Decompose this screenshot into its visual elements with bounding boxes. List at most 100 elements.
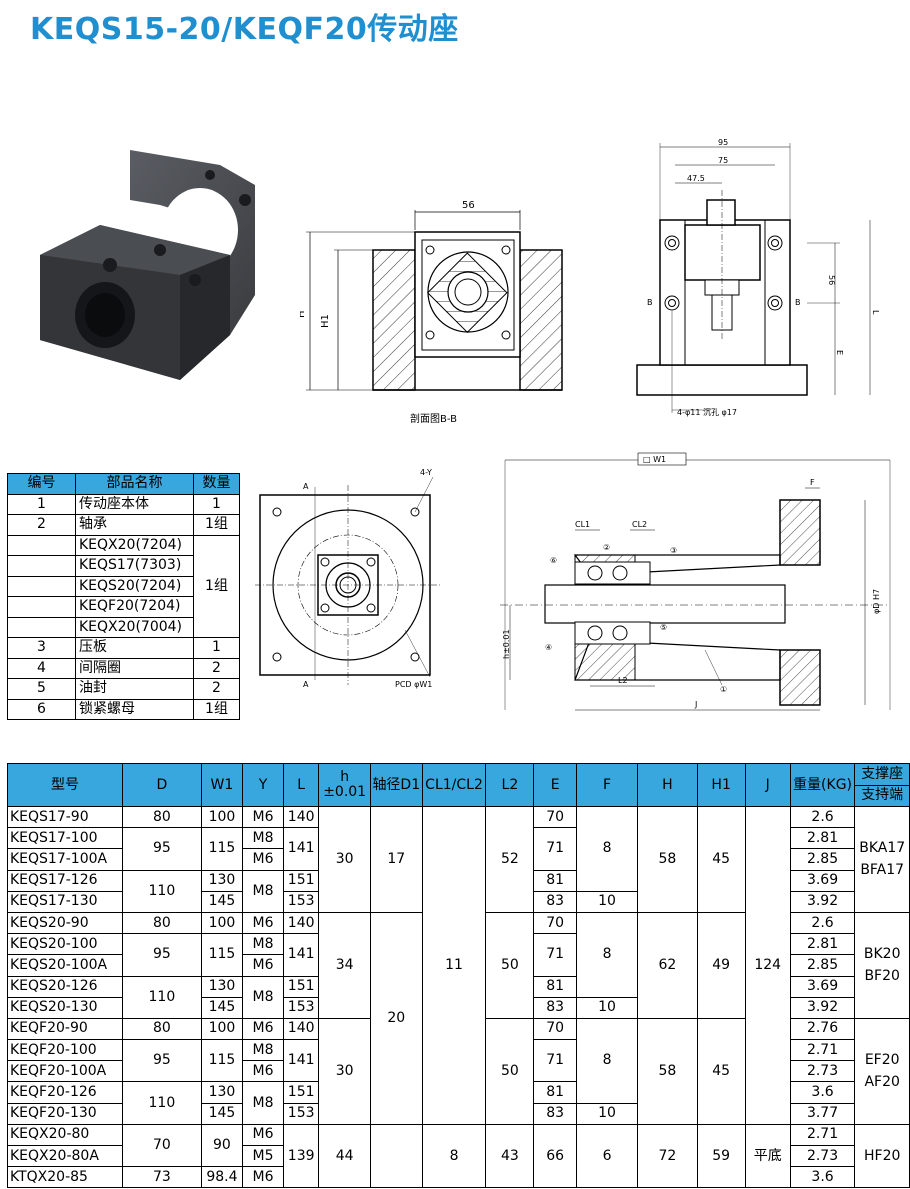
cell-F: 8 <box>575 911 639 998</box>
part-no: 2 <box>7 514 76 536</box>
table-row: KEQS17-100A M6 2.85 <box>6 848 910 871</box>
table-row: KEQF20-100 95 115 M8 141 71 2.71 <box>6 1039 910 1083</box>
cell-model: KEQS20-126 <box>6 975 124 998</box>
cell-E: 70 <box>533 805 577 829</box>
cell-weight: 3.92 <box>789 890 856 913</box>
cell-model: KEQS20-130 <box>6 996 124 1019</box>
header-model: 型号 <box>6 763 124 807</box>
cell-W1: 100 <box>200 805 244 829</box>
label-pcd: PCD φW1 <box>395 680 432 689</box>
dim-56: 56 <box>462 200 475 211</box>
cell-CL: 11 <box>421 806 487 1125</box>
dim-E: E <box>835 350 844 355</box>
cell-D: 80 <box>122 911 202 935</box>
cell-H: 72 <box>637 1123 698 1189</box>
header-h-line2: ±0.01 <box>323 784 367 800</box>
part-no <box>7 555 76 577</box>
table-row: 6 锁紧螺母 1组 <box>7 698 240 720</box>
cell-L: 151 <box>282 975 320 998</box>
cell-model: KEQS17-90 <box>6 805 124 829</box>
cell-L: 141 <box>282 933 320 977</box>
part-name: 轴承 <box>75 514 194 536</box>
table-row: KEQX20-80 70 90 M6 139 44 8 43 66 6 72 5… <box>6 1123 910 1189</box>
cell-L2: 50 <box>485 911 535 1019</box>
cell-weight: 3.69 <box>789 975 856 998</box>
cell-D: 70 <box>122 1123 202 1168</box>
cell-weight: 3.77 <box>789 1102 856 1125</box>
part-name: 压板 <box>75 637 194 659</box>
parts-header-row: 编号 部品名称 数量 <box>7 473 240 495</box>
cell-model: KEQF20-130 <box>6 1102 124 1125</box>
part-no: 6 <box>7 698 76 720</box>
cell-model: KEQF20-126 <box>6 1081 124 1104</box>
part-name: KEQS17(7303) <box>75 555 194 577</box>
cell-E: 83 <box>533 890 577 913</box>
part-name: KEQF20(7204) <box>75 596 194 618</box>
table-row: KEQF20-90 80 100 M6 140 30 50 70 8 58 45… <box>6 1017 910 1125</box>
part-qty: 2 <box>193 678 240 700</box>
part-name: KEQS20(7204) <box>75 575 194 597</box>
label-h: h±0.01 <box>502 629 511 659</box>
cell-H1: 59 <box>696 1123 746 1189</box>
cell-support: BK20 BF20 <box>854 911 910 1019</box>
cell-weight: 3.6 <box>789 1081 856 1104</box>
cell-Y: M6 <box>242 848 284 871</box>
cell-L: 151 <box>282 869 320 892</box>
header-E: E <box>533 763 577 807</box>
part-qty: 1 <box>193 637 240 659</box>
cell-D: 95 <box>122 1039 202 1083</box>
label-D: φD H7 <box>872 589 881 614</box>
cell-h: 30 <box>318 806 371 913</box>
cell-Y: M8 <box>242 933 284 956</box>
header-H: H <box>637 763 698 807</box>
table-row: KEQS20(7204) <box>7 575 240 597</box>
cell-H: 58 <box>637 806 698 913</box>
cell-model: KEQF20-100 <box>6 1039 124 1062</box>
cell-J: 平底 <box>744 1123 791 1189</box>
cell-model: KEQS20-90 <box>6 911 124 935</box>
cell-L2: 52 <box>485 806 535 913</box>
cell-H1: 49 <box>696 911 746 1019</box>
cell-L: 140 <box>282 1017 320 1041</box>
label-L2: L2 <box>618 676 628 685</box>
cell-E: 70 <box>533 911 577 935</box>
part-no: 5 <box>7 678 76 700</box>
cell-weight: 2.81 <box>789 933 856 956</box>
dim-56-side: 56 <box>827 275 836 285</box>
assembly-section-drawing: □ W1 F CL1 CL2 h±0.01 φD H7 L2 J ⑥ ② ③ ⑤… <box>500 452 891 711</box>
cell-Y: M8 <box>242 869 284 913</box>
cell-D1: 17 <box>369 806 423 913</box>
table-row: 1 传动座本体 1 <box>7 493 240 515</box>
part-qty: 1组 <box>193 698 240 720</box>
cell-W1: 145 <box>200 890 244 913</box>
part-no: 1 <box>7 493 76 515</box>
parts-header-qty: 数量 <box>193 473 240 495</box>
part-no <box>7 616 76 638</box>
header-Y: Y <box>242 763 284 807</box>
cell-weight: 2.73 <box>789 1060 856 1083</box>
cell-W1: 145 <box>200 996 244 1019</box>
cell-Y: M8 <box>242 975 284 1019</box>
product-photo <box>40 150 255 380</box>
dim-L: L <box>871 310 880 315</box>
table-row: 5 油封 2 <box>7 678 240 700</box>
part-name: KEQX20(7204) <box>75 534 194 556</box>
table-row: KEQF20-126 110 130 M8 151 81 3.6 <box>6 1081 910 1125</box>
table-row: KEQS17-100 95 115 M8 141 71 2.81 <box>6 827 910 871</box>
cell-D: 110 <box>122 1081 202 1125</box>
part-qty: 2 <box>193 657 240 679</box>
cell-W1: 115 <box>200 827 244 871</box>
table-row: KEQS20-90 80 100 M6 140 34 20 50 70 8 62… <box>6 911 910 1125</box>
table-row: KEQS20-100A M6 2.85 <box>6 954 910 977</box>
cell-weight: 2.76 <box>789 1017 856 1041</box>
label-F: F <box>810 478 815 487</box>
cell-support: EF20 AF20 <box>854 1017 910 1125</box>
cell-support: HF20 <box>854 1123 910 1189</box>
cell-Y: M6 <box>242 1017 284 1041</box>
cell-L: 141 <box>282 1039 320 1083</box>
table-row: 3 压板 1 <box>7 637 240 659</box>
cell-Y: M5 <box>242 1144 284 1168</box>
cell-F: 10 <box>575 890 639 913</box>
header-D1: 轴径D1 <box>369 763 423 807</box>
cell-model: KEQS17-100 <box>6 827 124 850</box>
